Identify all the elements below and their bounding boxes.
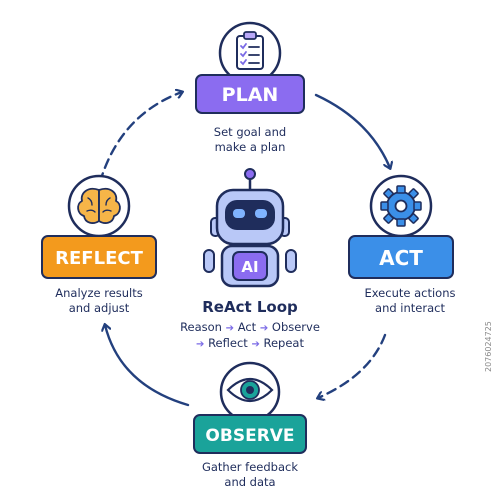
step-arrow: ➔ [225, 323, 235, 334]
robot-icon: AI [203, 168, 297, 288]
act-caption-line1: Execute actions [364, 286, 456, 300]
eye-icon [226, 377, 274, 403]
reflect-label: REFLECT [55, 248, 143, 269]
gear-icon [380, 185, 422, 227]
step-reflect: Reflect [208, 336, 248, 350]
act-label-box [348, 235, 454, 279]
step-repeat: Repeat [263, 336, 304, 350]
arrow-plan-to-act [314, 93, 390, 168]
robot-badge: AI [241, 258, 258, 276]
watermark-id: 2076024725 [484, 321, 493, 372]
act-stage: ACT [348, 174, 454, 279]
arrow-reflect-to-plan [98, 92, 182, 184]
step-arrow: ➔ [251, 339, 260, 350]
reflect-stage: REFLECT [41, 174, 157, 279]
step-arrow: ➔ [259, 323, 269, 334]
plan-stage: PLAN [195, 21, 305, 114]
reflect-caption: Analyze results and adjust [24, 286, 174, 316]
reflect-label-box [41, 235, 157, 279]
react-loop-steps-line1: Reason ➔ Act ➔ Observe [130, 320, 370, 336]
act-label: ACT [379, 246, 423, 270]
step-reason: Reason [180, 320, 222, 334]
act-caption-line2: and interact [375, 301, 445, 315]
reflect-caption-line1: Analyze results [55, 286, 143, 300]
observe-caption-line2: and data [224, 475, 276, 489]
observe-label-box [193, 414, 307, 454]
step-observe: Observe [271, 320, 320, 334]
brain-icon [77, 188, 121, 224]
react-loop-steps-line2: ➔ Reflect ➔ Repeat [130, 336, 370, 352]
observe-stage: OBSERVE [193, 361, 307, 454]
react-loop-title: ReAct Loop [202, 298, 298, 316]
clipboard-checklist-icon [236, 31, 264, 70]
step-arrow: ➔ [196, 339, 205, 350]
arrow-act-to-observe [318, 333, 387, 398]
observe-caption: Gather feedback and data [180, 460, 320, 490]
plan-caption-line2: make a plan [214, 140, 286, 154]
reflect-caption-line2: and adjust [68, 301, 130, 315]
arrow-observe-to-reflect [105, 325, 190, 407]
plan-label-box [195, 74, 305, 114]
plan-caption: Set goal and make a plan [180, 125, 320, 155]
plan-label: PLAN [222, 84, 279, 106]
act-caption: Execute actions and interact [340, 286, 480, 316]
observe-label: OBSERVE [205, 426, 294, 446]
observe-caption-line1: Gather feedback [201, 460, 299, 474]
step-act: Act [237, 320, 257, 334]
plan-caption-line1: Set goal and [213, 125, 287, 139]
cycle-arrows [98, 92, 390, 407]
